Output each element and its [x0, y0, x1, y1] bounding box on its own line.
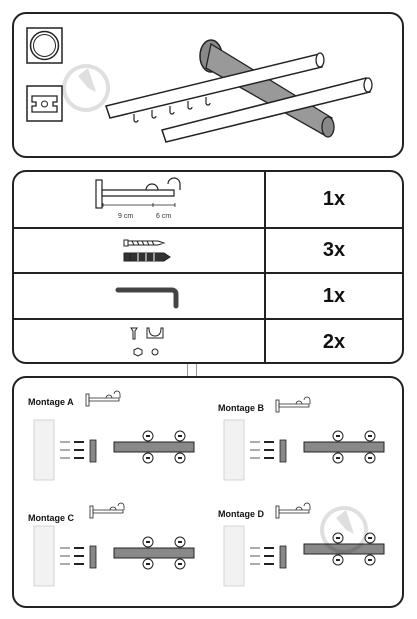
curtain-hooks [133, 97, 211, 123]
screw-and-plug-icon [123, 239, 171, 262]
watermark-logo [62, 64, 111, 112]
parts-row: 3x [14, 229, 402, 274]
allen-key-icon [115, 287, 179, 309]
front-rod [161, 77, 371, 143]
assembly-diagrams [33, 390, 385, 587]
round-profile-icon [26, 27, 63, 64]
quantity-bracket: 1x [264, 172, 402, 227]
montage-b-diagram [223, 396, 385, 481]
finial-clip-icon [130, 327, 164, 357]
montage-a-label: Montage A [28, 397, 74, 407]
parts-row: 1x [14, 274, 402, 320]
bracket-icon: 9 cm 6 cm [95, 177, 181, 220]
dimension-9cm: 9 cm [118, 213, 133, 220]
montage-c-diagram [33, 502, 195, 587]
double-curtain-rod-illustration [26, 27, 373, 143]
panel-connector [187, 364, 197, 376]
montage-b-label: Montage B [218, 403, 264, 413]
quantity-allen-key: 1x [264, 274, 402, 318]
montage-a-diagram [33, 390, 195, 481]
dimension-6cm: 6 cm [156, 213, 171, 220]
parts-row: 9 cm 6 cm 1x [14, 172, 402, 229]
quantity-finial-clip: 2x [264, 320, 402, 362]
montage-d-label: Montage D [218, 509, 264, 519]
parts-row: 2x [14, 320, 402, 362]
hero-illustration-panel [12, 12, 404, 158]
montage-c-label: Montage C [28, 513, 74, 523]
parts-list-panel: 9 cm 6 cm 1x 3x [12, 170, 404, 364]
track-profile-icon [26, 85, 63, 122]
watermark-logo [320, 506, 369, 554]
rear-rod [105, 53, 323, 119]
quantity-screw-and-plug: 3x [264, 229, 402, 272]
assembly-options-panel: Montage A Montage B Montage C Montage D [12, 376, 404, 608]
